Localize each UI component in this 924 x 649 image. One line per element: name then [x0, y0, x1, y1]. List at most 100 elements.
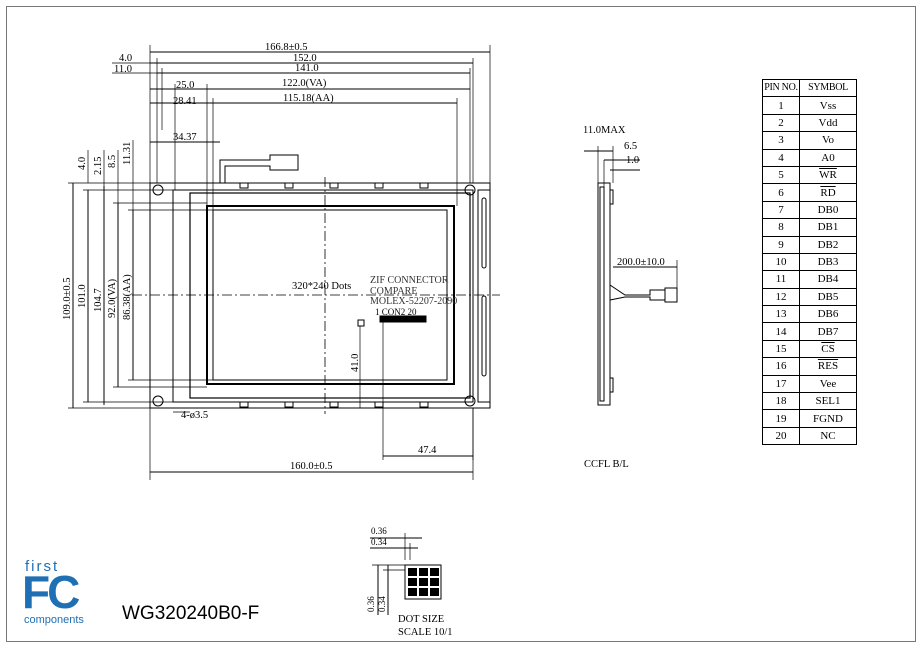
pin-symbol: DB3 — [799, 252, 857, 272]
dim-aa-height: 86.38(AA) — [122, 274, 133, 320]
pin-number: 17 — [762, 374, 800, 394]
pin-symbol: FGND — [799, 409, 857, 428]
pin-number: 20 — [762, 426, 800, 446]
logo-fc: FC — [22, 566, 80, 618]
symbol-header: SYMBOL — [799, 78, 857, 98]
dim-11: 11.0 — [114, 64, 132, 75]
zif-label-1: ZIF CONNECTOR — [370, 275, 449, 286]
holes-label: 4-ø3.5 — [181, 410, 208, 421]
dim-overall-width: 166.8±0.5 — [265, 42, 308, 53]
con2-label: 1 CON2 20 — [375, 307, 417, 317]
pin-symbol: SEL1 — [799, 392, 857, 411]
pin-symbol: DB1 — [799, 218, 857, 237]
side-6-5: 6.5 — [624, 141, 637, 152]
pin-symbol: DB5 — [799, 287, 857, 307]
dim-va-width: 122.0(VA) — [282, 78, 327, 89]
dot-size-v: 0.34 — [377, 596, 387, 612]
pin-no-header: PIN NO. — [762, 78, 800, 98]
dot-size-h: 0.34 — [371, 537, 387, 547]
dim-2-15: 2.15 — [93, 157, 104, 175]
side-max-label: 11.0MAX — [583, 125, 626, 136]
pin-symbol: CS — [799, 339, 857, 359]
pin-table-header: PIN NO. SYMBOL — [762, 78, 857, 98]
dim-va-height: 92.0(VA) — [107, 278, 118, 318]
pin-symbol: Vdd — [799, 113, 857, 133]
dim-aa-width: 115.18(AA) — [283, 93, 334, 104]
pin-number: 11 — [762, 270, 800, 289]
dim-141: 141.0 — [295, 63, 319, 74]
pin-number: 8 — [762, 218, 800, 237]
side-1-0: 1.0 — [626, 155, 639, 166]
pin-symbol: Vo — [799, 131, 857, 150]
pin-symbol: DB4 — [799, 270, 857, 289]
pin-number: 14 — [762, 322, 800, 341]
dim-bottom-width: 160.0±0.5 — [290, 461, 333, 472]
dim-104-7: 104.7 — [93, 288, 104, 312]
ccfl-label: CCFL B/L — [584, 459, 629, 470]
pin-number: 6 — [762, 183, 800, 202]
lcd-glass — [189, 192, 471, 399]
pin-symbol: DB0 — [799, 200, 857, 220]
pin-symbol: DB2 — [799, 235, 857, 254]
dot-pitch-v: 0.36 — [366, 596, 376, 612]
pin-number: 9 — [762, 235, 800, 254]
dim-4: 4.0 — [119, 53, 132, 64]
dim-25: 25.0 — [176, 80, 194, 91]
dim-8-5: 8.5 — [107, 155, 118, 168]
dim-152: 152.0 — [293, 53, 317, 64]
dim-47-4: 47.4 — [418, 445, 437, 456]
pin-symbol: RES — [799, 357, 857, 376]
mount-hole — [152, 395, 164, 407]
mount-hole — [464, 395, 476, 407]
dim-41: 41.0 — [350, 354, 361, 372]
pin-number: 3 — [762, 131, 800, 150]
mount-hole — [464, 184, 476, 196]
pin-number: 1 — [762, 96, 800, 115]
dim-4-0: 4.0 — [77, 157, 88, 170]
pin-number: 7 — [762, 200, 800, 220]
pin-number: 12 — [762, 287, 800, 307]
pin-symbol: DB7 — [799, 322, 857, 341]
pin-symbol: Vss — [799, 96, 857, 115]
dim-11-31: 11.31 — [122, 142, 133, 165]
logo-components: components — [24, 614, 84, 626]
pin-number: 5 — [762, 165, 800, 185]
dim-101: 101.0 — [77, 284, 88, 308]
dim-overall-height: 109.0±0.5 — [62, 277, 73, 320]
dim-34-37: 34.37 — [173, 132, 197, 143]
pin-symbol: NC — [799, 426, 857, 446]
company-logo: first FC components — [22, 558, 106, 626]
logo-first: first — [25, 558, 60, 575]
model-number: WG320240B0-F — [122, 603, 260, 624]
pin-number: 2 — [762, 113, 800, 133]
pcb-outline — [172, 189, 474, 403]
pin-symbol: DB6 — [799, 305, 857, 324]
dot-scale-title: SCALE 10/1 — [398, 627, 453, 638]
dot-pitch-h: 0.36 — [371, 526, 387, 536]
dots-label: 320*240 Dots — [292, 281, 351, 292]
pin-symbol: Vee — [799, 374, 857, 394]
dot-matrix-sample — [404, 564, 442, 600]
pin-number: 10 — [762, 252, 800, 272]
side-cable-length: 200.0±10.0 — [617, 257, 665, 268]
pin-number: 15 — [762, 339, 800, 359]
dim-28-41: 28.41 — [173, 96, 197, 107]
